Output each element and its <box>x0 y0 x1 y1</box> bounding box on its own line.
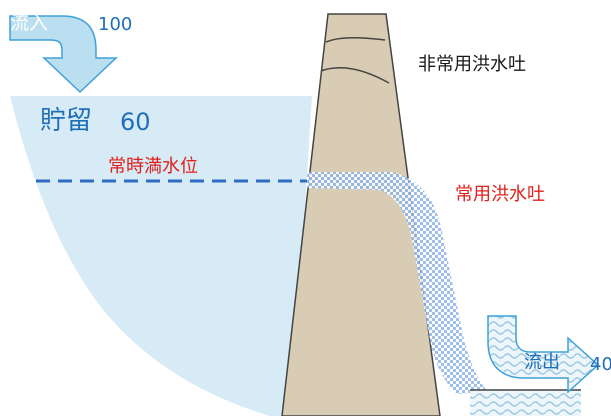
inflow-label: 流入 <box>10 12 49 34</box>
dam-crest-line-upper <box>325 36 386 43</box>
spill-flow-band <box>307 172 488 394</box>
storage-value: 60 <box>120 108 151 136</box>
emergency-spillway-label: 非常用洪水吐 <box>418 54 526 75</box>
outflow-label: 流出 <box>524 352 560 373</box>
service-spillway-label: 常用洪水吐 <box>455 184 545 205</box>
inflow-value: 100 <box>98 14 133 35</box>
inflow-arrow <box>9 15 118 94</box>
normal-water-level-label: 常時満水位 <box>108 156 198 177</box>
dam-crest-line-lower <box>320 66 390 84</box>
outflow-value: 40 <box>590 354 611 375</box>
outflow-arrow <box>487 315 600 394</box>
reservoir-water <box>10 96 312 416</box>
storage-label: 貯留 <box>40 106 93 136</box>
outflow-pool <box>470 390 581 416</box>
